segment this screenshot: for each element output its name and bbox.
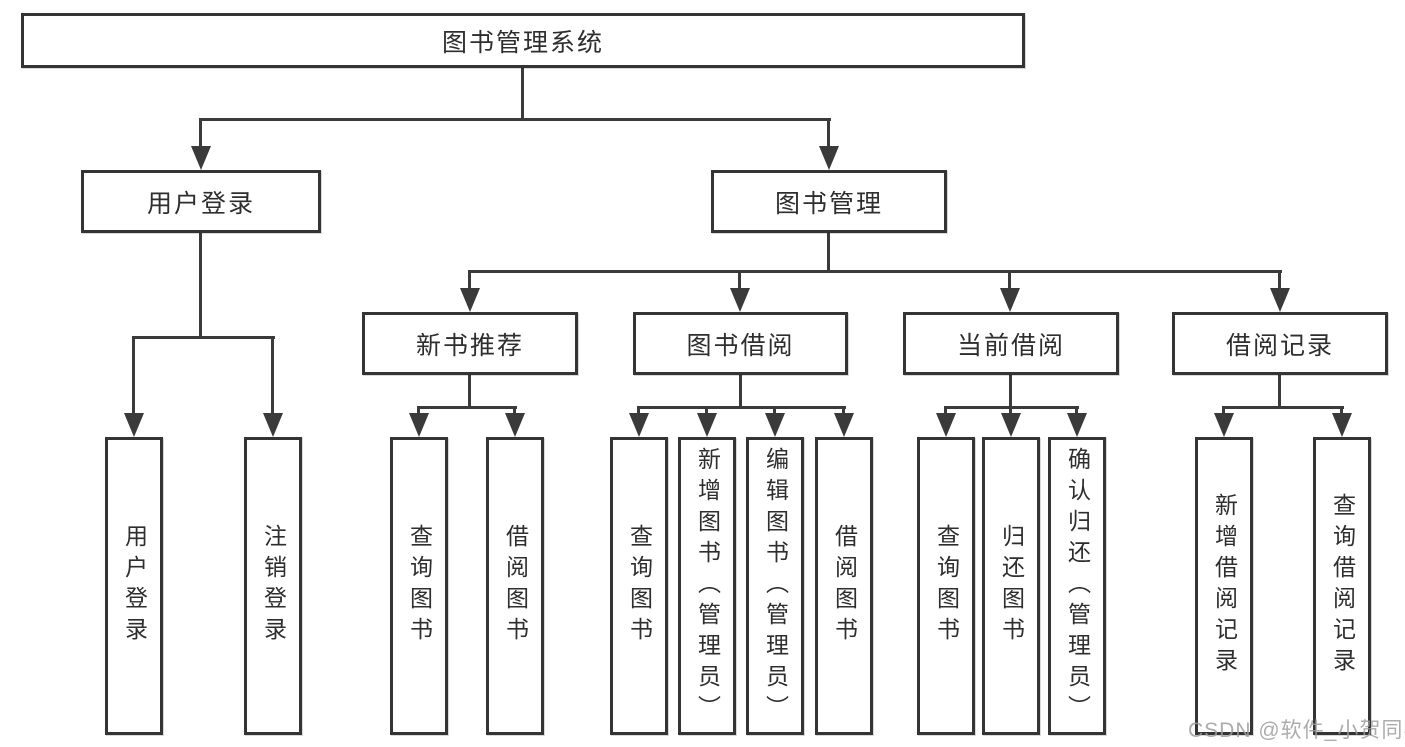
leaf-user-login: 用户登录 [105,437,163,735]
connector-root-branch [199,118,831,121]
arrowhead-current [1000,288,1020,312]
arrowhead-leaf-addrecord [1214,413,1234,437]
node-current-borrow: 当前借阅 [903,312,1119,375]
connector-newbook-shaft [468,270,471,290]
connector-leaf-queryrecord-shaft [1340,406,1343,416]
leaf-borrow-book-2: 借阅图书 [815,437,873,735]
arrowhead-book-mgmt [819,146,839,170]
leaf-return-book: 归还图书 [982,437,1040,735]
arrowhead-leaf-addbook [697,413,717,437]
connector-user-login-shaft [199,118,202,150]
connector-leaf-confirm-shaft [1075,406,1078,416]
arrowhead-user-login [191,146,211,170]
connector-newbook-branch [417,406,517,409]
connector-leaf-addbook-shaft [705,406,708,416]
node-borrow-records: 借阅记录 [1172,312,1388,375]
connector-mgmt-branch [468,270,1282,273]
connector-leaf-return-shaft [1009,406,1012,416]
connector-book-mgmt-shaft [827,118,830,150]
arrowhead-newbook [460,288,480,312]
connector-records-shaft [1278,270,1281,290]
csdn-watermark: CSDN @软件_小贺同学 [1188,719,1405,742]
connector-login-stem [199,233,202,339]
connector-borrow-branch [637,406,846,409]
leaf-edit-book-admin: 编辑图书（管理员） [746,437,804,735]
leaf-add-book-admin: 新增图书（管理员） [678,437,736,735]
connector-current-stem [1009,375,1012,409]
arrowhead-leaf-query3 [936,413,956,437]
arrowhead-leaf-return [1001,413,1021,437]
connector-borrow-stem [739,375,742,409]
leaf-query-borrow-record: 查询借阅记录 [1313,437,1371,735]
connector-leaf-addrecord-shaft [1222,406,1225,416]
arrowhead-leaf-confirm [1067,413,1087,437]
arrowhead-borrow [730,288,750,312]
connector-records-branch [1222,406,1344,409]
node-book-borrow: 图书借阅 [633,312,848,375]
arrowhead-records [1270,288,1290,312]
connector-leaf-query1-shaft [417,406,420,416]
connector-leaf-login-shaft [132,336,135,416]
arrowhead-leaf-borrow2 [834,413,854,437]
connector-leaf-borrow2-shaft [842,406,845,416]
connector-mgmt-stem [827,233,830,273]
connector-leaf-editbook-shaft [773,406,776,416]
leaf-logout: 注销登录 [244,437,302,735]
node-user-login: 用户登录 [81,170,321,233]
node-new-book-recommend: 新书推荐 [362,312,578,375]
node-root-library-system: 图书管理系统 [21,13,1025,68]
arrowhead-leaf-query2 [629,413,649,437]
connector-leaf-borrow1-shaft [513,406,516,416]
leaf-query-book-2: 查询图书 [610,437,668,735]
connector-leaf-query2-shaft [637,406,640,416]
leaf-borrow-book-1: 借阅图书 [486,437,544,735]
node-book-management: 图书管理 [711,170,947,233]
connector-current-shaft [1008,270,1011,290]
arrowhead-leaf-logout [263,413,283,437]
connector-login-branch [132,336,275,339]
connector-leaf-query3-shaft [944,406,947,416]
leaf-query-book-1: 查询图书 [390,437,448,735]
arrowhead-leaf-login [124,413,144,437]
arrowhead-leaf-query1 [409,413,429,437]
connector-borrow-shaft [738,270,741,290]
connector-root-stem [521,68,524,121]
connector-leaf-logout-shaft [271,336,274,416]
connector-records-stem [1278,375,1281,409]
arrowhead-leaf-queryrecord [1332,413,1352,437]
connector-newbook-stem [468,375,471,409]
leaf-query-book-3: 查询图书 [917,437,975,735]
arrowhead-leaf-borrow1 [505,413,525,437]
leaf-confirm-return-admin: 确认归还（管理员） [1048,437,1106,735]
leaf-add-borrow-record: 新增借阅记录 [1195,437,1253,735]
arrowhead-leaf-editbook [765,413,785,437]
